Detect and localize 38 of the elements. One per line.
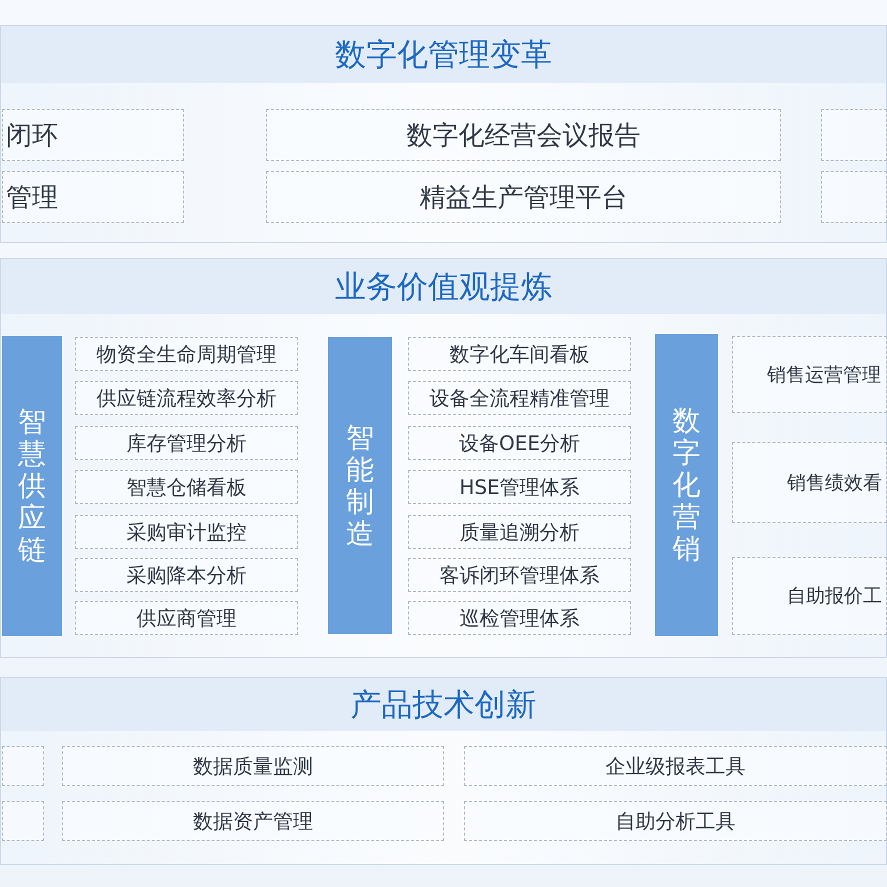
module-card: 销售绩效看 bbox=[732, 442, 887, 523]
module-card: 巡检管理体系 bbox=[408, 601, 631, 635]
section-panel bbox=[0, 25, 887, 243]
module-card: 采购审计监控 bbox=[75, 515, 298, 549]
module-card: 客诉闭环管理体系 bbox=[408, 558, 631, 592]
category-bar: 智慧供应链 bbox=[2, 336, 62, 636]
module-card: 数据资产管理 bbox=[62, 801, 444, 841]
section-panel bbox=[0, 258, 887, 658]
module-card: 自助报价工 bbox=[732, 557, 887, 635]
module-card: 设备全流程精准管理 bbox=[408, 381, 631, 415]
empty-module-card bbox=[2, 801, 44, 841]
section-heading: 数字化管理变革 bbox=[1, 26, 886, 83]
module-card: 数据质量监测 bbox=[62, 746, 444, 786]
module-card: 管理 bbox=[2, 171, 184, 223]
empty-module-card bbox=[821, 109, 887, 161]
section-panel bbox=[0, 677, 887, 865]
category-bar: 智能制造 bbox=[328, 337, 392, 634]
module-card: 企业级报表工具 bbox=[464, 746, 887, 786]
module-card: 销售运营管理 bbox=[732, 336, 887, 413]
module-card: 数字化经营会议报告 bbox=[266, 109, 781, 161]
module-card: 精益生产管理平台 bbox=[266, 171, 781, 223]
module-card: 供应链流程效率分析 bbox=[75, 381, 298, 415]
section-heading: 产品技术创新 bbox=[1, 678, 886, 731]
empty-module-card bbox=[2, 746, 44, 786]
empty-module-card bbox=[821, 171, 887, 223]
module-card: 质量追溯分析 bbox=[408, 515, 631, 549]
module-card: 库存管理分析 bbox=[75, 426, 298, 460]
module-card: 物资全生命周期管理 bbox=[75, 337, 298, 371]
module-card: HSE管理体系 bbox=[408, 470, 631, 504]
module-card: 采购降本分析 bbox=[75, 558, 298, 592]
module-card: 数字化车间看板 bbox=[408, 337, 631, 371]
module-card: 设备OEE分析 bbox=[408, 426, 631, 460]
module-card: 供应商管理 bbox=[75, 601, 298, 635]
module-card: 自助分析工具 bbox=[464, 801, 887, 841]
module-card: 智慧仓储看板 bbox=[75, 470, 298, 504]
section-heading: 业务价值观提炼 bbox=[1, 259, 886, 314]
module-card: 闭环 bbox=[2, 109, 184, 161]
category-bar: 数字化营销 bbox=[655, 334, 718, 636]
